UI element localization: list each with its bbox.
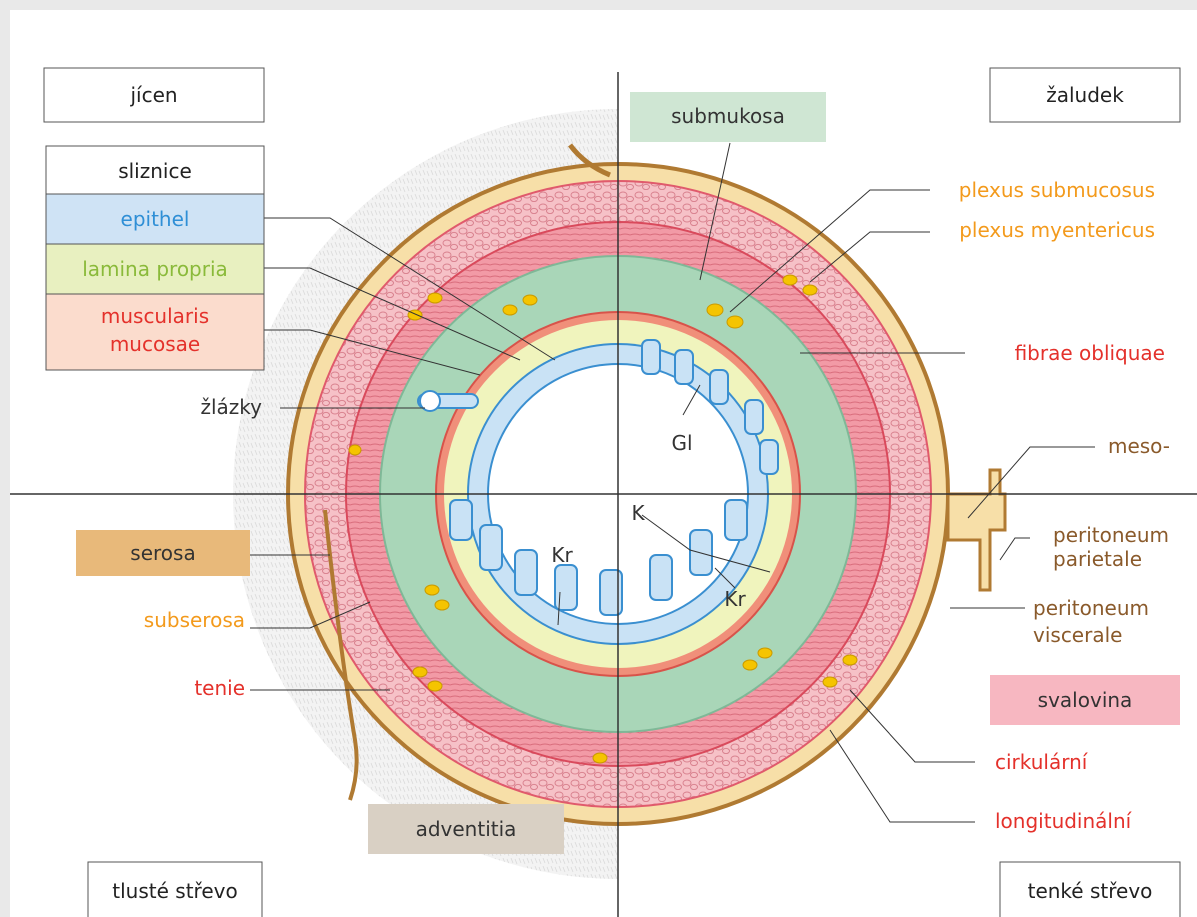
legend-muscularis-2: mucosae (110, 332, 200, 356)
label-jicen: jícen (129, 83, 177, 107)
label-subserosa: subserosa (144, 608, 245, 632)
legend-epithel: epithel (121, 207, 190, 231)
label-tenke-strevo: tenké střevo (1028, 879, 1153, 903)
label-svalovina: svalovina (1038, 688, 1133, 712)
label-plexus-myentericus: plexus myentericus (959, 218, 1155, 242)
legend-muscularis-1: muscularis (101, 304, 209, 328)
label-tenie: tenie (194, 676, 245, 700)
legend-sliznice: sliznice (118, 159, 192, 183)
label-zaludek: žaludek (1046, 83, 1124, 107)
label-peritoneum-viscerale-1: peritoneum (1033, 596, 1149, 620)
label-adventitia: adventitia (416, 817, 517, 841)
mesentery (948, 470, 1005, 590)
gut-wall-diagram: jícen žaludek tlusté střevo tenké střevo… (10, 10, 1197, 917)
label-tluste-strevo: tlusté střevo (112, 879, 237, 903)
label-submukosa: submukosa (671, 104, 785, 128)
label-fibrae-obliquae: fibrae obliquae (1015, 341, 1165, 365)
label-peritoneum-parietale-2: parietale (1053, 547, 1142, 571)
legend-lamina-propria: lamina propria (82, 257, 228, 281)
label-zlazky: žlázky (200, 395, 262, 419)
label-meso: meso- (1108, 434, 1170, 458)
label-serosa: serosa (130, 541, 195, 565)
label-plexus-submucosus: plexus submucosus (959, 178, 1155, 202)
oesophageal-gland (418, 391, 478, 411)
label-kr-right: Kr (724, 587, 746, 611)
label-k: K (631, 501, 645, 525)
label-peritoneum-parietale-1: peritoneum (1053, 523, 1169, 547)
diagram-frame: jícen žaludek tlusté střevo tenké střevo… (10, 10, 1197, 917)
label-cirkularni: cirkulární (995, 750, 1089, 774)
label-kr-left: Kr (551, 543, 573, 567)
label-longitudinalni: longitudinální (995, 809, 1133, 833)
label-gl: Gl (671, 431, 692, 455)
label-peritoneum-viscerale-2: viscerale (1033, 623, 1122, 647)
